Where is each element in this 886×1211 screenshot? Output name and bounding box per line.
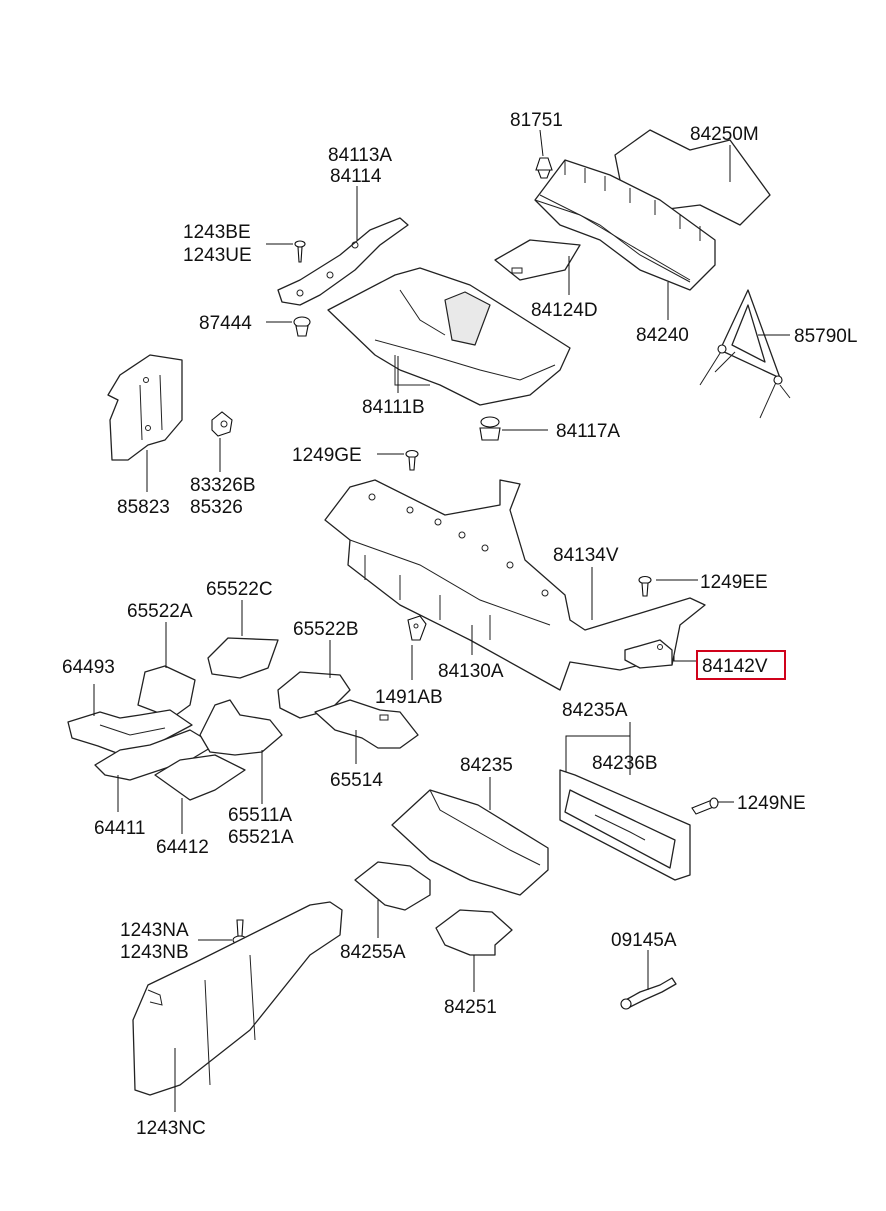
pad-65522c-drawing: [207, 637, 279, 679]
label-1243nb[interactable]: 1243NB: [120, 942, 189, 963]
label-84113a[interactable]: 84113A: [328, 145, 392, 166]
panels-64493-drawing: [67, 699, 283, 801]
bolt-1249ee-drawing: [638, 575, 652, 597]
label-84142v[interactable]: 84142V: [702, 656, 768, 677]
panel-85823-drawing: [107, 354, 183, 461]
label-65522c[interactable]: 65522C: [206, 579, 273, 600]
label-84235[interactable]: 84235: [460, 755, 513, 776]
label-1243ue[interactable]: 1243UE: [183, 245, 252, 266]
label-84117a[interactable]: 84117A: [556, 421, 620, 442]
label-84130a[interactable]: 84130A: [438, 661, 504, 682]
label-65511a[interactable]: 65511A: [228, 805, 292, 826]
label-1243na[interactable]: 1243NA: [120, 920, 189, 941]
leader-lines: [93, 129, 790, 1112]
label-65522a[interactable]: 65522A: [127, 601, 193, 622]
strip-65514-drawing: [314, 699, 419, 749]
panel-84124d-drawing: [494, 239, 581, 281]
label-64411[interactable]: 64411: [94, 818, 145, 839]
warning-triangle-85790l-drawing: [699, 289, 791, 419]
label-84255a[interactable]: 84255A: [340, 942, 406, 963]
highlight-box-84142v: [696, 650, 786, 680]
label-84240[interactable]: 84240: [636, 325, 689, 346]
label-1249ee[interactable]: 1249EE: [700, 572, 768, 593]
label-84114[interactable]: 84114: [330, 166, 382, 187]
clip-87444-drawing: [293, 316, 311, 337]
label-84236b[interactable]: 84236B: [592, 753, 658, 774]
bolt-1249ne-drawing: [691, 797, 719, 815]
cover-84255a-drawing: [354, 861, 431, 911]
bracket-84142v-drawing: [624, 639, 673, 669]
label-1491ab[interactable]: 1491AB: [375, 687, 443, 708]
label-83326b[interactable]: 83326B: [190, 475, 256, 496]
label-87444[interactable]: 87444: [199, 313, 252, 334]
nut-84117a-drawing: [479, 416, 501, 441]
part-labels: 81751 84250M 84113A 84114 1243BE 1243UE …: [62, 110, 857, 1139]
label-84250m[interactable]: 84250M: [690, 124, 759, 145]
label-65521a[interactable]: 65521A: [228, 827, 294, 848]
label-1249ne[interactable]: 1249NE: [737, 793, 806, 814]
bracket-84113a-drawing: [277, 217, 409, 306]
tray-84235-drawing: [391, 789, 549, 896]
label-1243nc[interactable]: 1243NC: [136, 1118, 206, 1139]
label-65514[interactable]: 65514: [330, 770, 383, 791]
label-65522b[interactable]: 65522B: [293, 619, 359, 640]
label-81751[interactable]: 81751: [510, 110, 563, 131]
label-84124d[interactable]: 84124D: [531, 300, 598, 321]
wrench-09145a-drawing: [620, 977, 677, 1010]
clip-1491ab-drawing: [407, 615, 427, 641]
label-85790l[interactable]: 85790L: [794, 326, 857, 347]
label-84111b[interactable]: 84111B: [362, 397, 425, 418]
label-84235a[interactable]: 84235A: [562, 700, 628, 721]
label-84251[interactable]: 84251: [444, 997, 497, 1018]
clip-81751-drawing: [535, 157, 553, 179]
bolt-1249ge-drawing: [405, 449, 419, 471]
cover-84251-drawing: [435, 909, 513, 956]
label-85823[interactable]: 85823: [117, 497, 170, 518]
label-64493[interactable]: 64493: [62, 657, 115, 678]
floor-84111b-drawing: [327, 267, 571, 406]
label-09145a[interactable]: 09145A: [611, 930, 677, 951]
label-1249ge[interactable]: 1249GE: [292, 445, 362, 466]
label-64412[interactable]: 64412: [156, 837, 209, 858]
label-85326[interactable]: 85326: [190, 497, 243, 518]
tray-84240-drawing: [534, 159, 716, 291]
label-84134v[interactable]: 84134V: [553, 545, 619, 566]
grommet-83326b-drawing: [211, 411, 233, 437]
tank-panel-drawing: [132, 901, 343, 1096]
crossmember-84130a-drawing: [324, 479, 706, 691]
label-1243be[interactable]: 1243BE: [183, 222, 251, 243]
rail-84236b-drawing: [559, 769, 691, 881]
bolt-1243be-drawing: [294, 240, 306, 263]
